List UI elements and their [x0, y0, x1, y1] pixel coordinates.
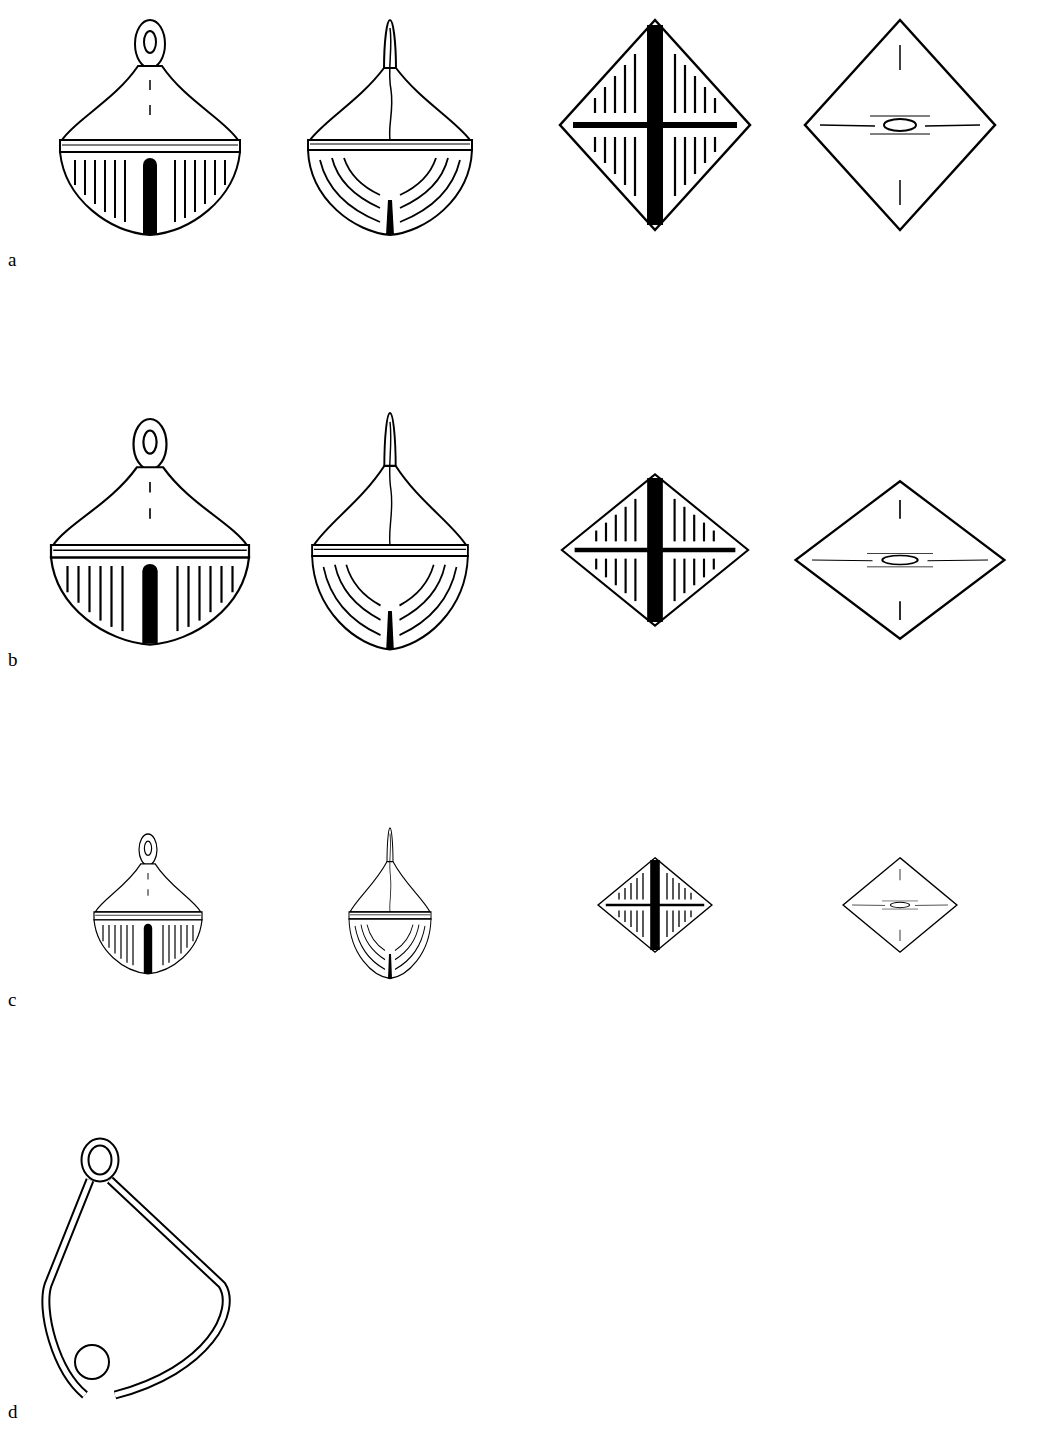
figure-letter: d [8, 1402, 18, 1421]
figure-letter: c [8, 990, 16, 1009]
figure-letter: a [8, 250, 16, 269]
figure-letter: b [8, 650, 18, 669]
